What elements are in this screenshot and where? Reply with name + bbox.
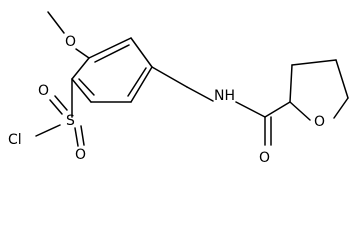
bond-ch2-n bbox=[186, 86, 214, 102]
tetrahydrofuran-ring bbox=[289, 59, 349, 121]
atom-sulfur: S bbox=[66, 113, 75, 129]
bond-s-o-top-2 bbox=[54, 95, 68, 111]
bond-carbonyl-thf bbox=[264, 101, 291, 118]
benzene-ring bbox=[71, 37, 153, 103]
bond-methyl-o bbox=[47, 11, 65, 34]
atom-sulfonyl-o-bottom: O bbox=[75, 147, 86, 163]
atom-chlorine: Cl bbox=[8, 132, 22, 148]
atom-sulfonyl-o-top: O bbox=[38, 83, 49, 99]
atom-amide-nh: NH bbox=[214, 88, 235, 104]
bond-s-o-bottom-1 bbox=[74, 127, 79, 147]
bond-ring-ch2 bbox=[151, 66, 188, 88]
atom-methoxy-o: O bbox=[65, 34, 76, 50]
bond-o-ring bbox=[75, 48, 90, 59]
bond-n-carbonyl bbox=[235, 101, 266, 118]
bond-s-cl bbox=[35, 124, 61, 137]
atom-carbonyl-o: O bbox=[259, 150, 270, 166]
chemical-structure: O S Cl O O NH O O bbox=[8, 11, 349, 166]
atom-ring-o: O bbox=[314, 114, 325, 130]
bond-s-o-top-1 bbox=[49, 99, 63, 115]
bond-s-o-bottom-2 bbox=[80, 125, 85, 146]
